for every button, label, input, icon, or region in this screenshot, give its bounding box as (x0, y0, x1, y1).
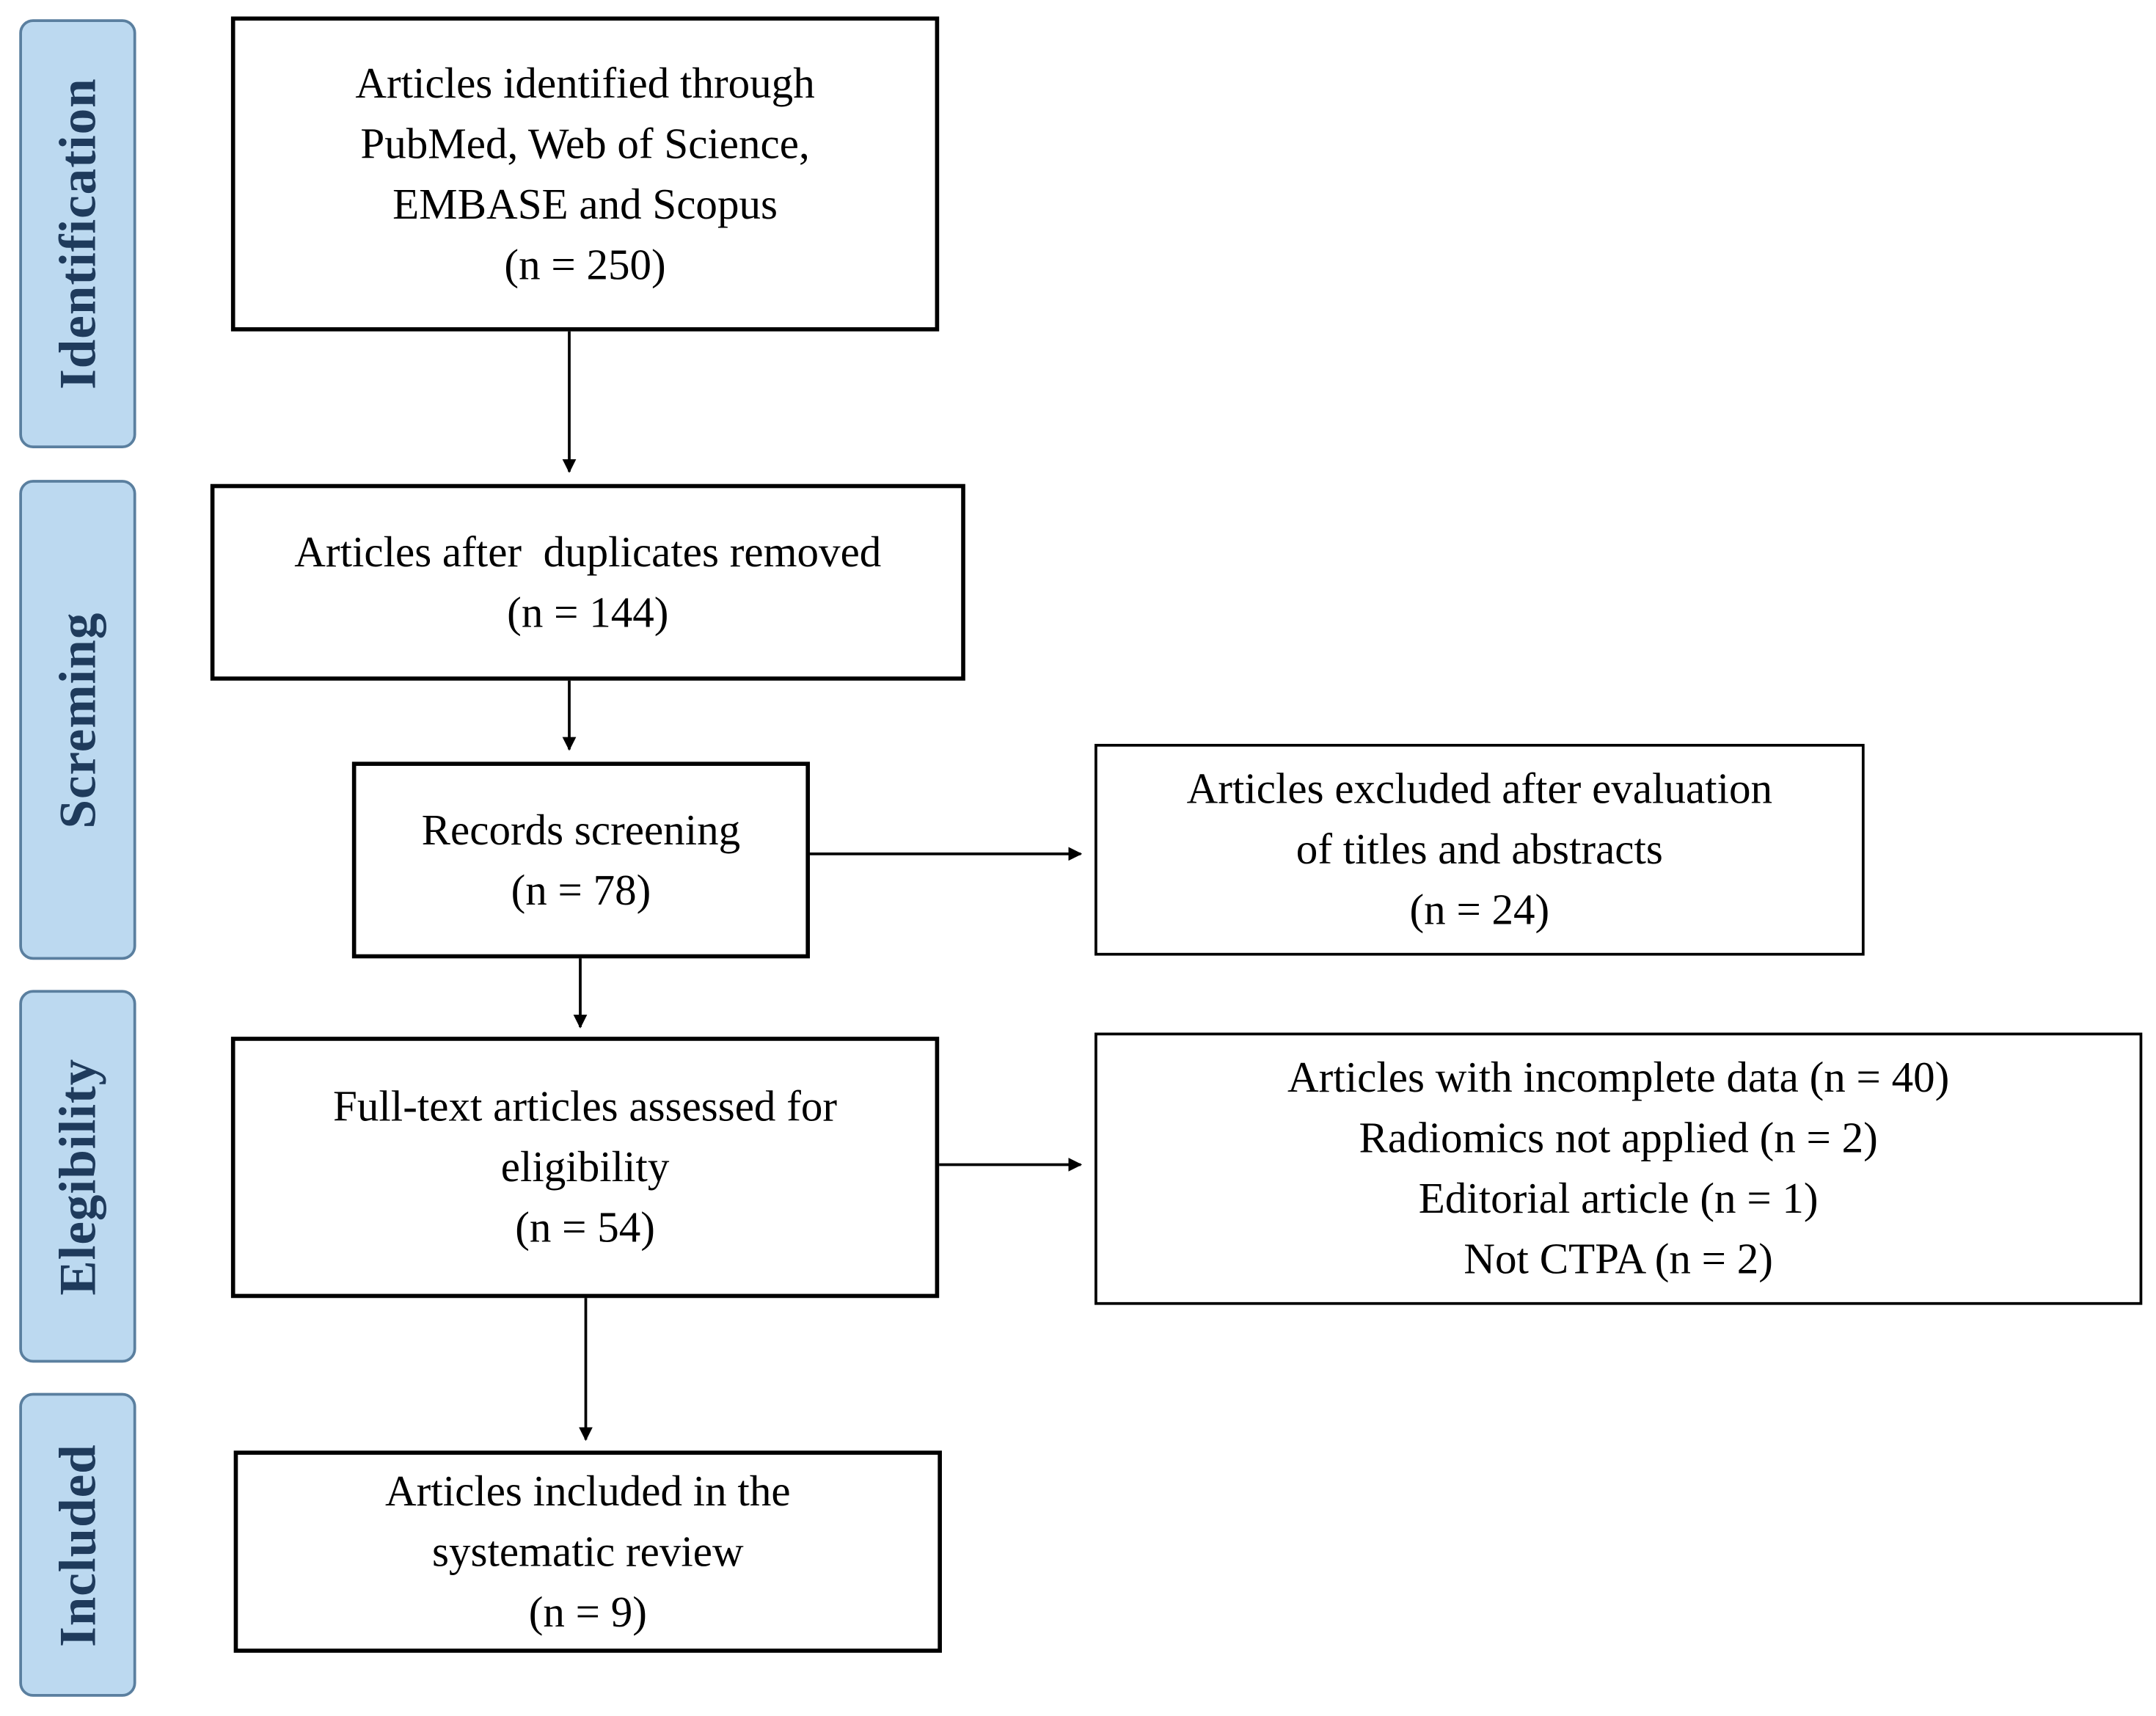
box-identified-line-3: EMBASE and Scopus (392, 179, 778, 228)
box-excluded-reason-2: Radiomics not applied (n = 2) (1359, 1114, 1878, 1162)
phase-screening-label: Screming (48, 611, 107, 828)
phase-included-label: Included (48, 1443, 107, 1647)
box-included-count: (n = 9) (528, 1587, 647, 1636)
box-excluded-titles-line-2: of titles and abstracts (1296, 825, 1663, 874)
box-identified: Articles identified through PubMed, Web … (230, 16, 940, 332)
box-identified-line-2: PubMed, Web of Science, (360, 119, 810, 167)
box-full-text-count: (n = 54) (515, 1202, 655, 1252)
box-included-line-2: systematic review (431, 1527, 744, 1575)
box-duplicates-removed: Articles after duplicates removed (n = 1… (210, 483, 965, 681)
box-identified-count: (n = 250) (504, 240, 666, 288)
box-excluded-titles: Articles excluded after evaluation of ti… (1095, 743, 1865, 956)
box-duplicates-count: (n = 144) (507, 588, 669, 636)
box-screening-line-1: Records screening (421, 805, 741, 853)
box-excluded-reasons: Articles with incomplete data (n = 40) R… (1095, 1032, 2143, 1305)
box-records-screening: Records screening (n = 78) (351, 762, 811, 959)
box-identified-line-1: Articles identified through (355, 58, 815, 107)
box-full-text: Full-text articles assessed for eligibil… (230, 1037, 940, 1299)
phase-included: Included (19, 1392, 136, 1697)
box-excluded-titles-count: (n = 24) (1409, 885, 1550, 934)
phase-eligibility-label: Elegibility (48, 1057, 107, 1295)
phase-identification: Identification (19, 19, 136, 448)
box-excluded-reason-4: Not CTPA (n = 2) (1463, 1235, 1773, 1283)
phase-eligibility: Elegibility (19, 990, 136, 1363)
phase-identification-label: Identification (48, 78, 107, 390)
phase-screening: Screming (19, 480, 136, 960)
box-included: Articles included in the systematic revi… (233, 1450, 942, 1653)
box-included-line-1: Articles included in the (385, 1466, 791, 1515)
box-full-text-line-1: Full-text articles assessed for (333, 1081, 838, 1131)
box-screening-count: (n = 78) (511, 865, 651, 914)
box-duplicates-line-1: Articles after duplicates removed (294, 527, 882, 576)
box-excluded-reason-3: Editorial article (n = 1) (1418, 1174, 1819, 1223)
box-excluded-titles-line-1: Articles excluded after evaluation (1186, 764, 1773, 813)
box-excluded-reason-1: Articles with incomplete data (n = 40) (1287, 1053, 1950, 1102)
box-full-text-line-2: eligibility (500, 1142, 670, 1191)
